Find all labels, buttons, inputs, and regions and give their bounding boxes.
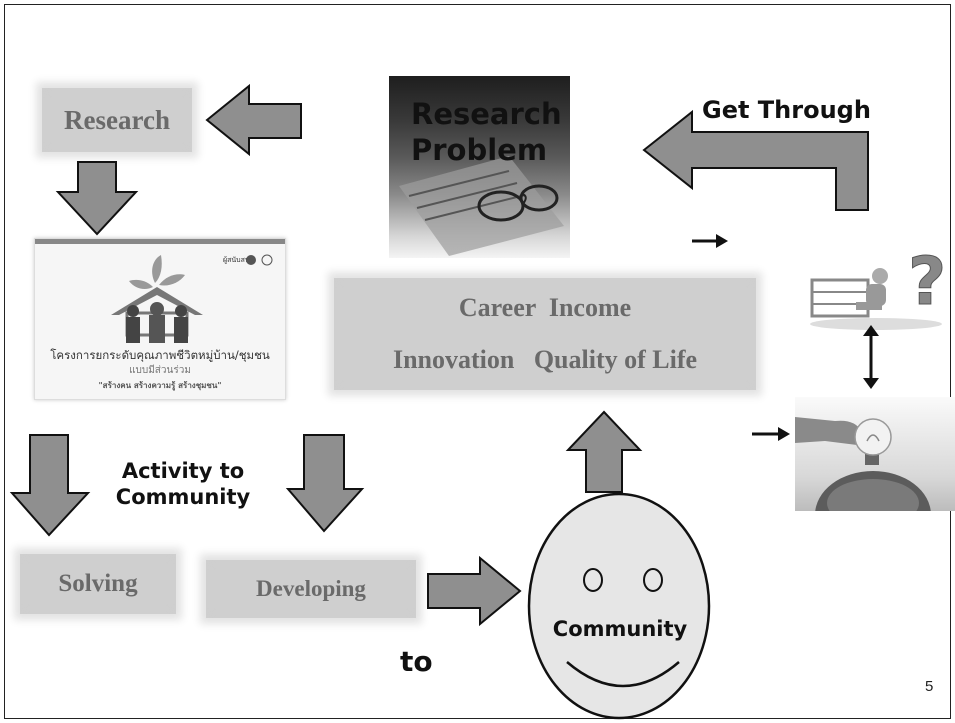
poster-title: โครงการยกระดับคุณภาพชีวิตหมู่บ้าน/ชุมชน <box>50 348 270 362</box>
community-face-icon <box>527 492 711 720</box>
research-problem-image: Research Problem <box>389 76 570 258</box>
right-arrow-icon <box>427 555 522 627</box>
down-arrow-icon <box>55 161 139 236</box>
svg-text:?: ? <box>908 243 946 320</box>
small-right-arrow-icon <box>692 234 728 248</box>
activity-line2: Community <box>115 485 251 509</box>
developing-box: Developing <box>206 560 416 618</box>
activity-line1: Activity to <box>121 459 245 483</box>
slide-frame <box>4 4 951 719</box>
question-person-image: ? <box>808 240 950 330</box>
solving-box: Solving <box>20 554 176 614</box>
research-problem-line2: Problem <box>411 133 548 167</box>
page-number: 5 <box>925 678 934 695</box>
outcomes-box: Career Income Innovation Quality of Life <box>334 278 756 390</box>
left-arrow-icon <box>205 83 302 157</box>
down-arrow-left-icon <box>9 434 91 537</box>
up-arrow-icon <box>565 410 643 493</box>
poster-supporter: ผู้สนับสนุน <box>223 256 255 264</box>
research-label: Research <box>64 104 170 135</box>
logo-icon <box>246 254 273 266</box>
poster-subtitle: แบบมีส่วนร่วม <box>129 365 191 376</box>
double-vertical-arrow-icon <box>863 325 879 389</box>
innovation-quality-label: Innovation Quality of Life <box>392 345 698 374</box>
community-label: Community <box>552 617 688 641</box>
get-through-label: Get Through <box>702 96 871 124</box>
down-arrow-right-icon <box>285 434 365 533</box>
career-income-label: Career Income <box>458 293 632 322</box>
to-label: to <box>400 645 433 678</box>
solving-label: Solving <box>58 570 138 597</box>
research-box: Research <box>42 88 192 152</box>
house-family-icon <box>111 255 203 343</box>
activity-label: Activity to Community <box>98 458 268 510</box>
project-poster: ผู้สนับสนุน โครงการยกระดับคุณภาพชีวิตหมู… <box>34 238 286 400</box>
research-problem-line1: Research <box>411 97 562 131</box>
poster-slogan: "สร้างคน สร้างความรู้ สร้างชุมชน" <box>98 381 222 390</box>
developing-label: Developing <box>256 576 366 601</box>
newspaper-glasses-icon <box>399 156 564 256</box>
bent-arrow-icon <box>642 109 869 211</box>
lightbulb-idea-image <box>795 397 955 511</box>
lightbulb-arrow-icon <box>752 427 790 441</box>
